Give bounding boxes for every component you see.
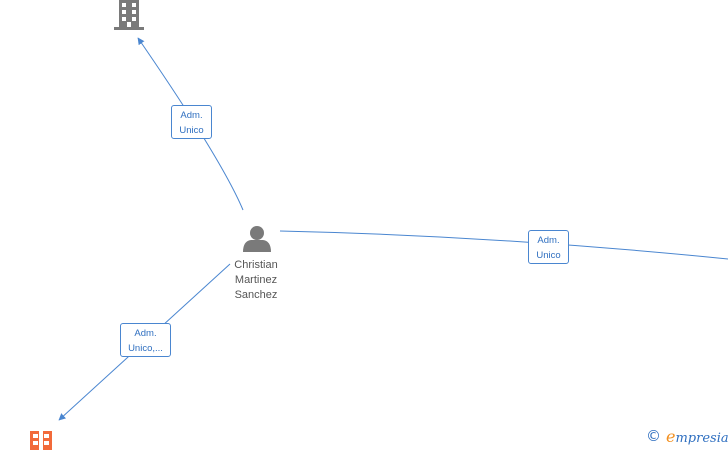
building-icon[interactable] xyxy=(30,431,52,450)
edge-line-right-company[interactable] xyxy=(279,230,728,260)
edge-label-bottom[interactable]: Adm. Unico,... xyxy=(120,323,171,357)
edge-line-top-company[interactable] xyxy=(137,37,244,211)
copyright-icon: © xyxy=(646,427,661,445)
person-name[interactable]: Christian Martinez Sanchez xyxy=(234,259,278,301)
edge-label-top[interactable]: Adm. Unico xyxy=(171,105,212,139)
empresia-watermark: © empresia xyxy=(646,426,728,446)
person-icon[interactable] xyxy=(243,226,271,252)
edge-label-right[interactable]: Adm. Unico xyxy=(528,230,569,264)
brand-logo-text: mpresia xyxy=(675,431,728,446)
building-icon[interactable] xyxy=(113,0,145,30)
brand-logo: empresia xyxy=(666,427,728,446)
brand-logo-e: e xyxy=(666,427,676,446)
